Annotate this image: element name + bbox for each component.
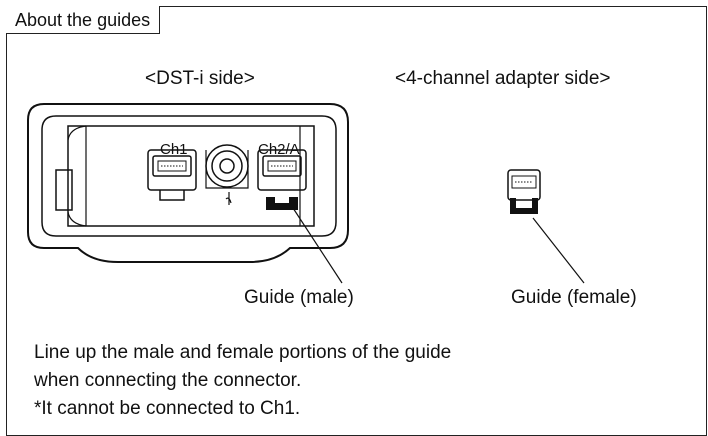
male-guide-leader xyxy=(292,207,343,284)
adapter-connector xyxy=(507,169,541,201)
instruction-line-1: Line up the male and female portions of … xyxy=(34,342,452,363)
ch1-warning-note: *It cannot be connected to Ch1. xyxy=(34,398,301,419)
connector-diagram: Ch1 Ch2/A xyxy=(27,103,585,284)
female-guide xyxy=(510,198,538,214)
dst-i-device xyxy=(27,103,349,263)
ch2a-port xyxy=(257,149,307,191)
ch2a-label: Ch2/A xyxy=(258,141,300,158)
section-title: About the guides xyxy=(6,6,161,34)
adapter-side-heading: <4-channel adapter side> xyxy=(395,68,611,89)
guide-female-label: Guide (female) xyxy=(511,287,637,308)
guide-male-label: Guide (male) xyxy=(244,287,354,308)
ch1-label: Ch1 xyxy=(160,141,188,158)
ch1-port xyxy=(147,149,197,201)
dst-i-side-heading: <DST-i side> xyxy=(145,68,255,89)
instruction-line-2: when connecting the connector. xyxy=(34,370,302,391)
male-guide xyxy=(266,197,298,210)
center-round-connector xyxy=(205,144,249,205)
female-guide-leader xyxy=(532,217,585,284)
